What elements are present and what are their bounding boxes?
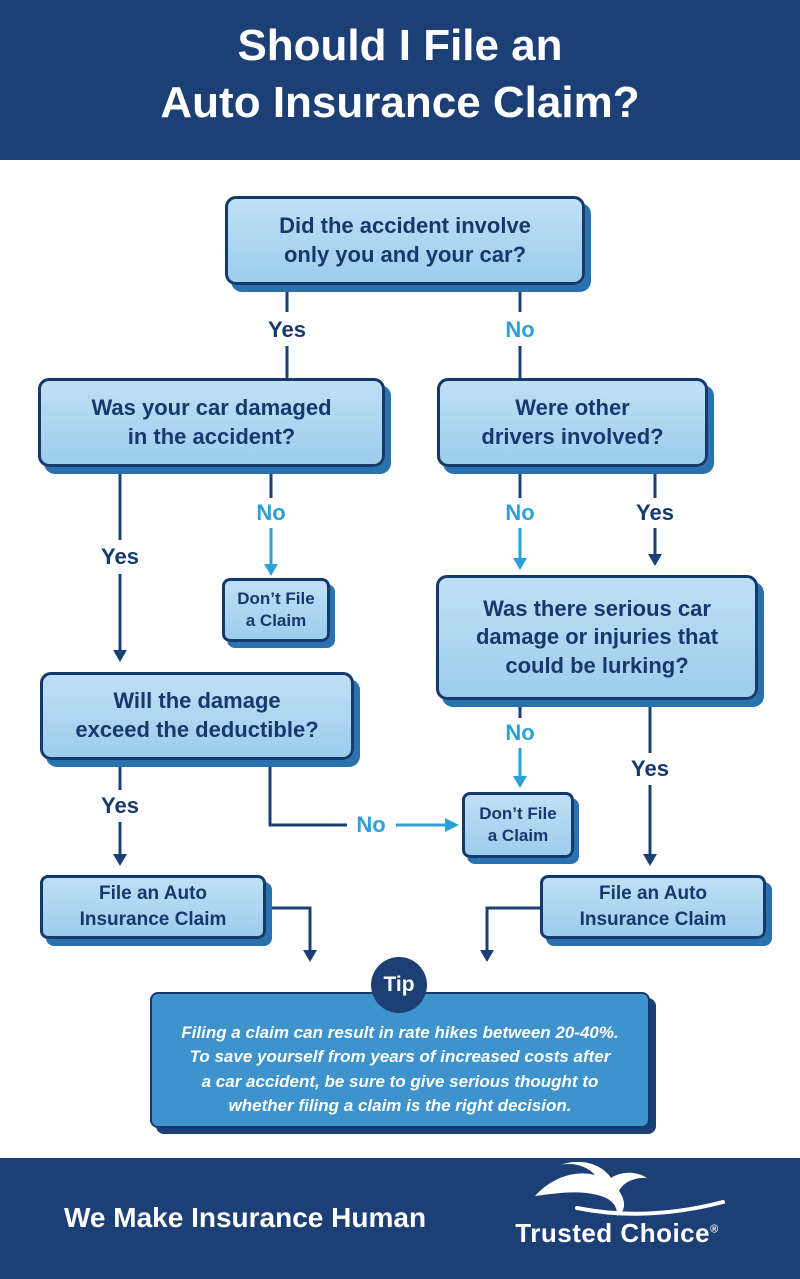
question-line: could be lurking? xyxy=(505,652,689,678)
question-line: damage or injuries that xyxy=(475,624,719,650)
brand-text: Trusted Choice xyxy=(515,1218,711,1248)
result-line: a Claim xyxy=(245,611,307,630)
question-line: Was your car damaged xyxy=(91,394,332,420)
question-line: Did the accident involve xyxy=(279,212,531,238)
question-line: Were other xyxy=(515,394,630,420)
brand-name: Trusted Choice® xyxy=(515,1218,718,1249)
question-line: Will the damage xyxy=(113,688,281,714)
result-dont-file-claim-1: Don’t File a Claim xyxy=(222,578,330,642)
result-dont-file-claim-2: Don’t File a Claim xyxy=(462,792,574,858)
result-line: File an Auto xyxy=(98,883,208,905)
result-file-claim-right: File an Auto Insurance Claim xyxy=(540,875,766,939)
result-line: a Claim xyxy=(487,826,549,845)
result-line: File an Auto xyxy=(598,883,708,905)
question-line: drivers involved? xyxy=(481,423,664,449)
question-line: Was there serious car xyxy=(483,595,711,621)
tip-line: whether filing a claim is the right deci… xyxy=(228,1095,572,1115)
question-line: in the accident? xyxy=(127,423,296,449)
result-line: Insurance Claim xyxy=(79,909,227,930)
branch-label-no-1: No xyxy=(501,317,539,343)
tip-line: To save yourself from years of increased… xyxy=(189,1047,611,1067)
question-accident-only-you: Did the accident involve only you and yo… xyxy=(225,196,585,285)
tip-line: Filing a claim can result in rate hikes … xyxy=(181,1023,619,1042)
tip-line: a car accident, be sure to give serious … xyxy=(201,1071,599,1091)
connector-navy-lines xyxy=(118,286,657,951)
footer-band: We Make Insurance Human Trusted Choice® xyxy=(0,1158,800,1279)
connector-lightblue-lines xyxy=(269,528,522,827)
branch-label-yes-2: Yes xyxy=(97,544,143,570)
page-title: Should I File an Auto Insurance Claim? xyxy=(0,0,800,131)
result-file-claim-left: File an Auto Insurance Claim xyxy=(40,875,266,939)
lightblue-arrowheads xyxy=(264,558,527,832)
branch-label-no-5: No xyxy=(352,812,390,838)
branch-label-yes-4: Yes xyxy=(627,756,673,782)
result-line: Insurance Claim xyxy=(579,909,727,930)
header-band: Should I File an Auto Insurance Claim? xyxy=(0,0,800,160)
result-line: Don’t File xyxy=(479,803,557,823)
branch-label-yes-1: Yes xyxy=(264,317,310,343)
branch-label-no-4: No xyxy=(501,720,539,746)
question-other-drivers: Were other drivers involved? xyxy=(437,378,708,467)
brand-logo: Trusted Choice® xyxy=(492,1162,742,1249)
footer-tagline: We Make Insurance Human xyxy=(64,1202,427,1233)
page-title-line1: Should I File an xyxy=(237,21,563,70)
branch-label-yes-3: Yes xyxy=(632,500,678,526)
question-exceed-deductible: Will the damage exceed the deductible? xyxy=(40,672,354,760)
branch-label-no-3: No xyxy=(501,500,539,526)
question-car-damaged: Was your car damaged in the accident? xyxy=(38,378,385,467)
question-line: only you and your car? xyxy=(283,241,527,267)
branch-label-no-2: No xyxy=(252,500,290,526)
question-serious-damage: Was there serious car damage or injuries… xyxy=(436,575,758,700)
brand-mark: ® xyxy=(710,1223,719,1236)
eagle-icon xyxy=(535,1162,725,1216)
page-title-line2: Auto Insurance Claim? xyxy=(160,78,640,128)
result-line: Don’t File xyxy=(237,588,315,608)
tip-badge: Tip xyxy=(371,957,427,1013)
question-line: exceed the deductible? xyxy=(75,717,319,742)
branch-label-yes-5: Yes xyxy=(97,793,143,819)
navy-arrowheads xyxy=(113,554,662,962)
